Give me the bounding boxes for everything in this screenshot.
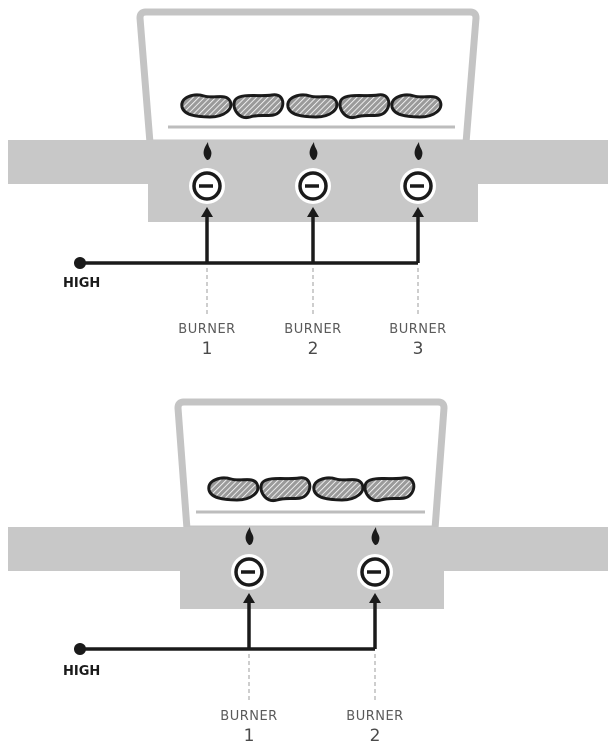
burner-label: BURNER [284,322,341,337]
steak [180,93,233,119]
steak [232,93,285,120]
gas-supply-line [74,214,420,269]
steak [312,476,365,502]
gas-supply-line [74,600,377,655]
grill-lid [174,398,448,533]
dashed-guides [248,654,376,702]
burner-label: BURNER [346,709,403,724]
flame-icon [245,527,254,545]
grill-diagram-three-burner: HIGH BURNER 1 BURNER 2 BURNER 3 [8,8,608,359]
burner-label: BURNER [220,709,277,724]
firebox [180,527,444,609]
steak [363,476,416,503]
dashed-guides [206,268,419,316]
arrow-up-icon [201,207,213,217]
burner-knob-icon [189,168,225,204]
burner-knob-icon [231,554,267,590]
burner-knob-icon [400,168,436,204]
burner-number: 3 [413,339,424,359]
burner-number: 2 [370,726,381,745]
steak-row [207,476,416,503]
supply-label: HIGH [63,664,100,679]
supply-label: HIGH [63,276,100,291]
burner-label: BURNER [389,322,446,337]
burner-number: 1 [244,726,255,745]
steak [286,93,339,119]
flame-icon [414,142,423,160]
steak [207,476,260,502]
grill-diagram-two-burner: HIGH BURNER 1 BURNER 2 [8,398,608,745]
burner-knob-icon [357,554,393,590]
arrow-up-icon [369,593,381,603]
burner-number: 1 [202,339,213,359]
burner-knob-icon [295,168,331,204]
flame-icon [371,527,380,545]
arrow-up-icon [243,593,255,603]
burner-label: BURNER [178,322,235,337]
flame-icon [203,142,212,160]
arrow-up-icon [307,207,319,217]
arrow-up-icon [412,207,424,217]
burner-number: 2 [308,339,319,359]
grill-lid [136,8,480,147]
steak [338,93,391,120]
flame-icon [309,142,318,160]
steak [259,476,312,503]
steak [390,93,443,119]
steak-row [180,93,443,120]
